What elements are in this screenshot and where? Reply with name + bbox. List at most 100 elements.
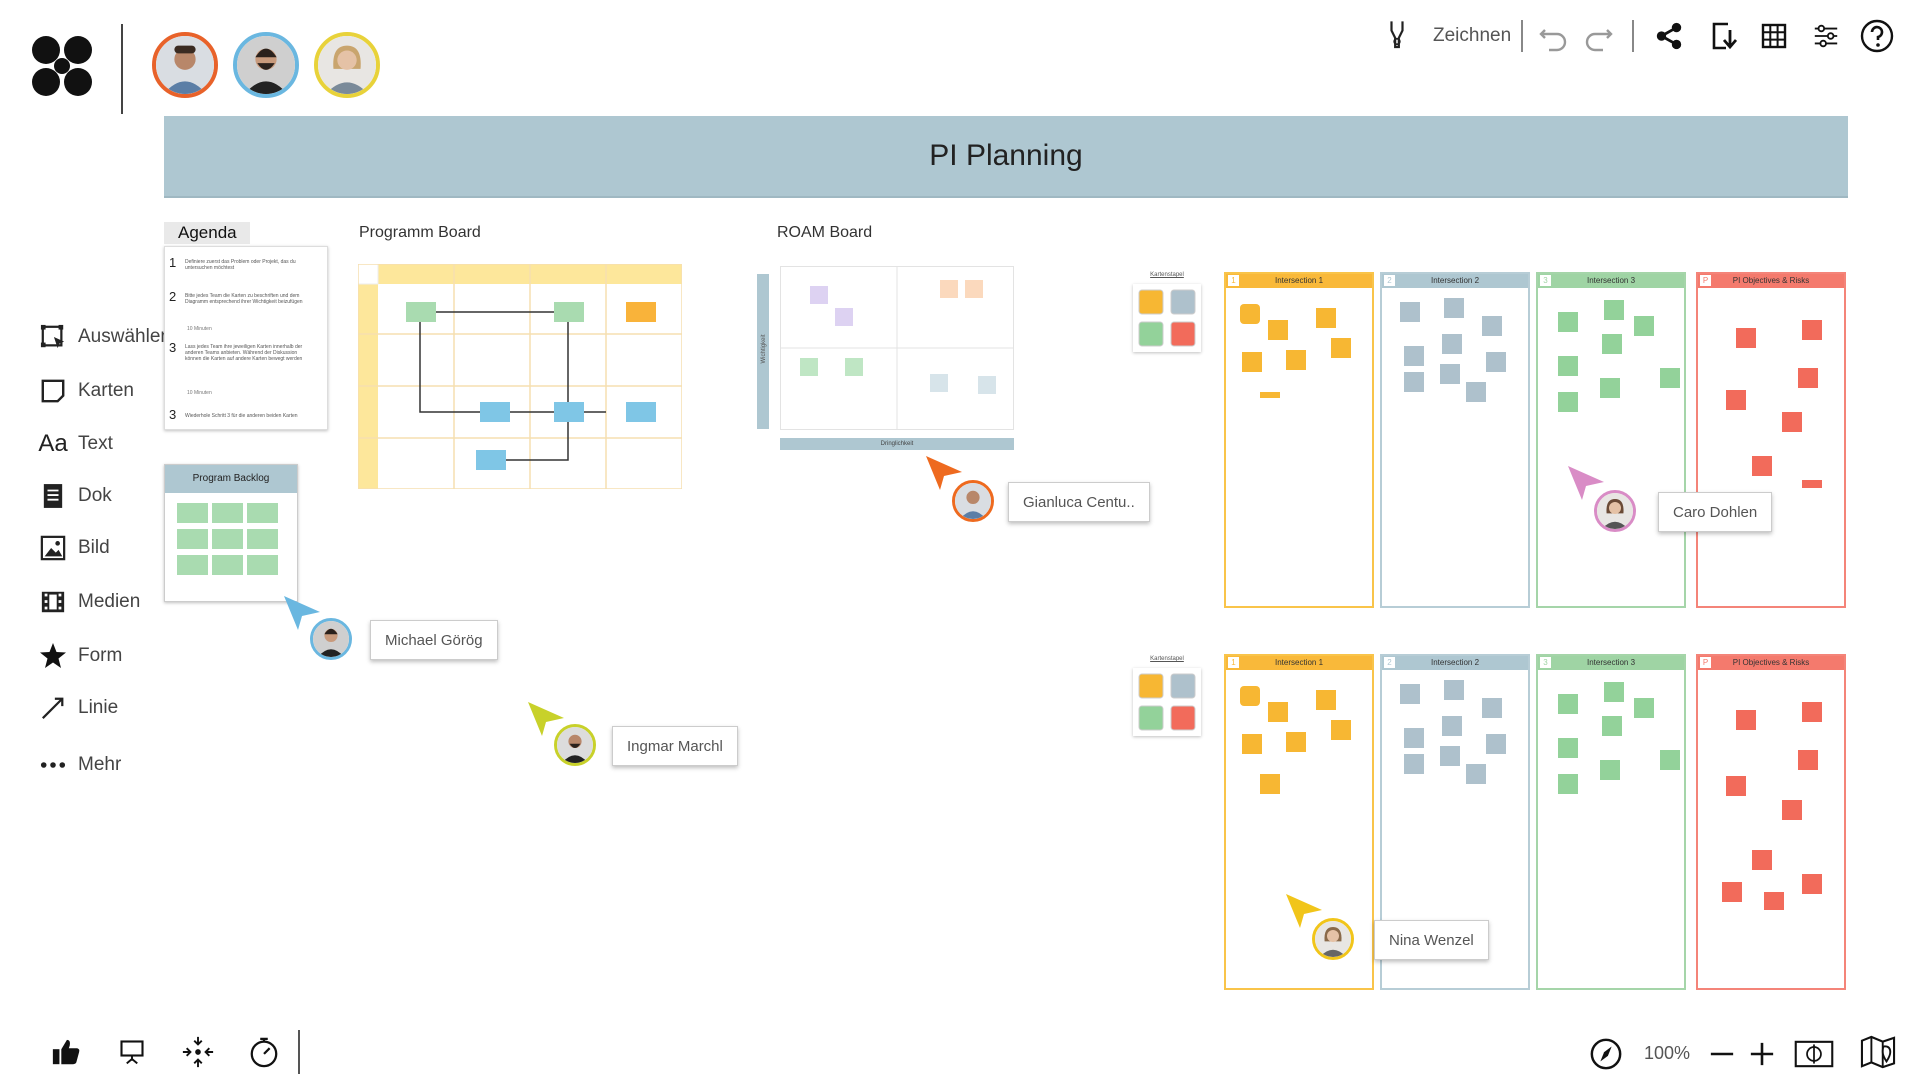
tool-image[interactable]: Bild bbox=[38, 531, 110, 565]
participant-avatar-3[interactable] bbox=[314, 32, 380, 98]
map-overview-icon[interactable] bbox=[1858, 1032, 1898, 1072]
agenda-item-number: 3 bbox=[169, 340, 177, 355]
tool-label: Karten bbox=[78, 380, 134, 401]
zoom-level: 100% bbox=[1644, 1043, 1691, 1063]
more-icon bbox=[38, 750, 68, 780]
roam-y-label: Wichtigkeit bbox=[761, 334, 767, 364]
cursor-name-label: Gianluca Centu.. bbox=[1008, 482, 1150, 522]
image-icon bbox=[38, 533, 68, 563]
media-icon bbox=[38, 587, 68, 617]
tool-label: Dok bbox=[78, 485, 112, 506]
agenda-timer: 10 Minuten bbox=[187, 326, 212, 332]
tool-media[interactable]: Medien bbox=[38, 585, 140, 619]
cursor-avatar bbox=[1312, 918, 1354, 960]
tool-more[interactable]: Mehr bbox=[38, 748, 121, 782]
settings-sliders-icon[interactable] bbox=[1808, 18, 1844, 54]
focus-gather-icon[interactable] bbox=[178, 1032, 218, 1072]
agenda-item-text: Bitte jedes Team die Karten zu beschrift… bbox=[185, 293, 303, 305]
sticky-notes bbox=[1726, 320, 1822, 488]
tool-line[interactable]: Linie bbox=[38, 691, 118, 725]
draw-pen-icon[interactable] bbox=[1379, 18, 1415, 54]
compass-icon[interactable] bbox=[1586, 1034, 1626, 1074]
tool-label: Text bbox=[78, 433, 113, 454]
toolbar-divider bbox=[1521, 20, 1523, 52]
sticky-notes bbox=[1558, 300, 1680, 412]
select-icon bbox=[38, 322, 68, 352]
card-icon bbox=[38, 376, 68, 406]
programm-board[interactable] bbox=[358, 264, 682, 489]
program-backlog-title: Program Backlog bbox=[165, 465, 297, 493]
tool-label: Mehr bbox=[78, 754, 122, 775]
agenda-item-number: 3 bbox=[169, 407, 177, 422]
help-icon[interactable] bbox=[1859, 18, 1895, 54]
agenda-item-text: Lass jedes Team ihre jeweiligen Karten i… bbox=[185, 344, 303, 362]
tool-cards[interactable]: Karten bbox=[38, 374, 134, 408]
roam-y-axis bbox=[757, 274, 769, 429]
card-stack-label: Kartenstapel bbox=[1150, 272, 1184, 278]
participant-avatar-2[interactable] bbox=[233, 32, 299, 98]
cursor-pointer-icon bbox=[528, 702, 564, 736]
text-icon: Aa bbox=[38, 430, 68, 457]
zoom-in-icon[interactable] bbox=[1742, 1034, 1782, 1074]
agenda-title[interactable]: Agenda bbox=[164, 222, 250, 244]
tool-shape[interactable]: Form bbox=[38, 639, 122, 673]
backlog-cards bbox=[177, 503, 278, 575]
roam-board-title: ROAM Board bbox=[777, 224, 873, 241]
header-divider bbox=[121, 24, 123, 114]
line-icon bbox=[38, 693, 68, 723]
agenda-item-number: 2 bbox=[169, 289, 177, 304]
export-icon[interactable] bbox=[1706, 18, 1742, 54]
tool-text[interactable]: Aa Text bbox=[38, 427, 113, 461]
participant-avatar-1[interactable] bbox=[152, 32, 218, 98]
agenda-card[interactable]: 1 Definiere zuerst das Problem oder Proj… bbox=[164, 246, 328, 430]
cursor-name-label: Michael Görög bbox=[370, 620, 498, 660]
share-icon[interactable] bbox=[1651, 18, 1687, 54]
toolbar-divider-2 bbox=[1632, 20, 1634, 52]
undo-icon[interactable] bbox=[1535, 18, 1571, 54]
cursor-pointer-icon bbox=[1286, 894, 1322, 928]
sticky-notes bbox=[1400, 298, 1506, 402]
program-backlog-card[interactable]: Program Backlog bbox=[164, 464, 298, 602]
presentation-icon[interactable] bbox=[112, 1032, 152, 1072]
thumbs-up-icon[interactable] bbox=[46, 1032, 86, 1072]
roam-board[interactable] bbox=[780, 266, 1014, 430]
tool-select[interactable]: Auswählen bbox=[38, 320, 171, 354]
draw-label[interactable]: Zeichnen bbox=[1433, 25, 1512, 46]
star-icon bbox=[38, 641, 68, 671]
tool-doc[interactable]: Dok bbox=[38, 479, 112, 513]
cursor-pointer-icon bbox=[284, 596, 320, 630]
cursor-avatar bbox=[554, 724, 596, 766]
card-stack-top[interactable] bbox=[1133, 284, 1201, 352]
zoom-out-icon[interactable] bbox=[1702, 1034, 1742, 1074]
grid-icon[interactable] bbox=[1756, 18, 1792, 54]
agenda-item-text: Definiere zuerst das Problem oder Projek… bbox=[185, 259, 296, 271]
sticky-notes bbox=[1240, 686, 1351, 794]
agenda-item-number: 1 bbox=[169, 255, 177, 270]
redo-icon[interactable] bbox=[1581, 18, 1617, 54]
tool-label: Auswählen bbox=[78, 326, 171, 347]
cursor-name-label: Ingmar Marchl bbox=[612, 726, 738, 766]
tool-label: Form bbox=[78, 645, 123, 666]
fit-to-screen-icon[interactable] bbox=[1794, 1034, 1834, 1074]
card-stack-bottom[interactable] bbox=[1133, 668, 1201, 736]
tool-label: Linie bbox=[78, 697, 119, 718]
pi-planning-banner[interactable]: PI Planning bbox=[164, 116, 1848, 198]
cursor-name-label: Caro Dohlen bbox=[1658, 492, 1773, 532]
timer-icon[interactable] bbox=[244, 1032, 284, 1072]
app-logo[interactable] bbox=[30, 34, 94, 98]
